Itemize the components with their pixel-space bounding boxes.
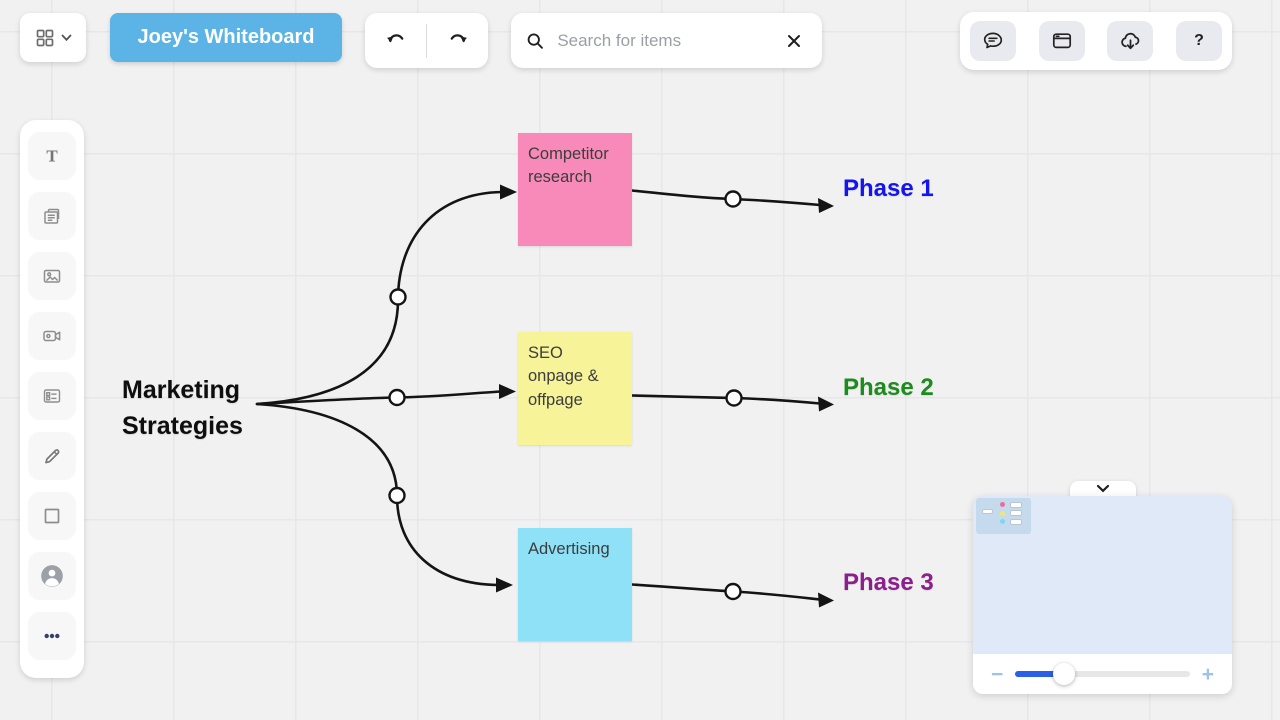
comments-button[interactable] <box>970 21 1016 61</box>
zoom-slider-thumb[interactable] <box>1053 663 1076 685</box>
connector-root-to-competitor[interactable] <box>255 184 517 406</box>
shape-tool-button[interactable] <box>28 492 76 540</box>
zoom-out-button[interactable]: − <box>991 662 1004 686</box>
image-icon <box>43 269 61 283</box>
sticky-note-seo[interactable]: SEO onpage & offpage <box>518 332 632 445</box>
connector-handle[interactable] <box>388 486 406 505</box>
account-button[interactable] <box>28 552 76 600</box>
video-tool-button[interactable] <box>28 312 76 360</box>
redo-button[interactable] <box>427 13 488 68</box>
minimap-sticky-dot <box>1000 519 1005 524</box>
redo-icon <box>450 33 467 42</box>
chevron-down-icon <box>1096 484 1110 493</box>
video-icon <box>43 330 61 342</box>
zoom-slider-fill <box>1015 671 1065 677</box>
more-tools-button[interactable] <box>28 612 76 660</box>
connector-handle[interactable] <box>724 582 742 601</box>
minimap-viewport[interactable] <box>976 498 1031 534</box>
template-icon <box>43 389 61 403</box>
more-dots-icon <box>44 633 60 639</box>
search-icon <box>527 33 543 49</box>
frames-button[interactable] <box>1038 21 1085 61</box>
search-bar <box>511 13 822 68</box>
help-button[interactable]: ? <box>1175 21 1222 61</box>
minimap-sticky-dot <box>1000 502 1005 507</box>
sticky-note-tool-button[interactable] <box>28 192 76 240</box>
image-tool-button[interactable] <box>28 252 76 300</box>
template-tool-button[interactable] <box>28 372 76 420</box>
shape-icon <box>44 508 60 524</box>
text-tool-button[interactable]: T <box>28 132 76 180</box>
sticky-notes-icon <box>44 208 60 224</box>
top-right-toolbar: ? <box>960 12 1232 70</box>
cloud-download-button[interactable] <box>1107 21 1154 61</box>
toolbar-divider <box>426 23 427 58</box>
clear-search-button[interactable] <box>780 26 808 56</box>
help-icon: ? <box>1194 32 1204 49</box>
connector-handle[interactable] <box>389 288 407 306</box>
sticky-note-advertising[interactable]: Advertising <box>518 528 632 641</box>
board-title[interactable]: Joey's Whiteboard <box>110 13 342 62</box>
minimap-phase-node <box>1010 518 1022 525</box>
avatar-icon <box>41 565 63 587</box>
sticky-note-competitor-research[interactable]: Competitor research <box>518 133 632 246</box>
clear-icon <box>788 34 801 47</box>
root-node-label[interactable]: Marketing Strategies <box>122 376 243 440</box>
connector-handle[interactable] <box>724 190 742 208</box>
svg-text:T: T <box>46 147 58 166</box>
connector-handle[interactable] <box>388 388 406 407</box>
phase-1-label[interactable]: Phase 1 <box>843 175 934 202</box>
search-input[interactable] <box>555 29 781 52</box>
connector-root-to-advertising[interactable] <box>255 402 513 593</box>
board-menu-button[interactable] <box>20 13 86 62</box>
chevron-down-icon <box>61 34 72 41</box>
tools-sidebar: T <box>20 120 84 678</box>
zoom-controls: − + <box>973 654 1232 694</box>
connector-handle[interactable] <box>725 389 743 407</box>
undo-icon <box>386 33 403 42</box>
grid-menu-icon <box>36 29 54 46</box>
pen-icon <box>45 449 60 464</box>
minimap-panel[interactable]: − + <box>973 496 1232 694</box>
comment-icon <box>983 32 1003 49</box>
connector-root-to-seo[interactable] <box>255 384 516 406</box>
minimap-root-node <box>982 509 993 514</box>
window-icon <box>1052 33 1071 49</box>
minimap-phase-node <box>1010 501 1022 508</box>
cloud-download-icon <box>1121 32 1140 49</box>
undo-redo-toolbar <box>365 13 488 68</box>
text-icon: T <box>46 147 58 166</box>
minimap-phase-node <box>1010 510 1022 516</box>
zoom-slider[interactable] <box>1015 663 1190 685</box>
zoom-in-button[interactable]: + <box>1201 662 1214 686</box>
minimap-sticky-dot <box>1000 510 1005 516</box>
phase-3-label[interactable]: Phase 3 <box>843 569 934 596</box>
pen-tool-button[interactable] <box>28 432 76 480</box>
undo-button[interactable] <box>365 13 426 68</box>
phase-2-label[interactable]: Phase 2 <box>843 374 934 401</box>
